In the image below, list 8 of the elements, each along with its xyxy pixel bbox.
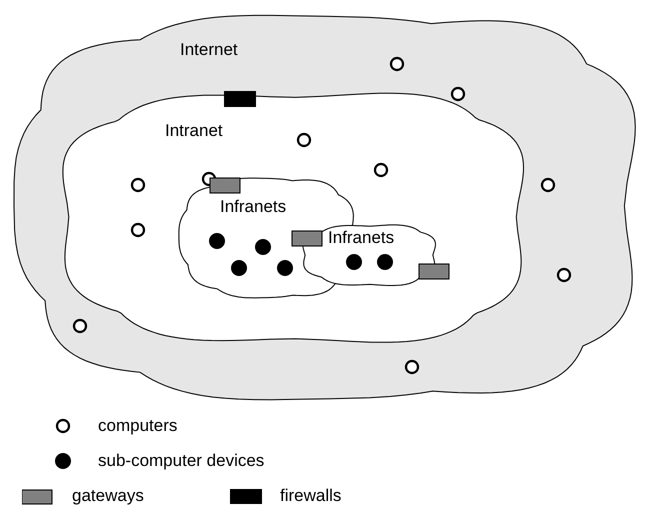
legend-text: sub-computer devices <box>98 451 264 471</box>
legend-text: firewalls <box>280 486 342 506</box>
cloud-label: Internet <box>180 40 238 60</box>
legend-text: gateways <box>72 486 144 506</box>
legend-text: computers <box>98 416 178 436</box>
cloud-label: Infranets <box>328 228 394 248</box>
cloud-label: Intranet <box>165 121 223 141</box>
cloud-label: Infranets <box>220 197 286 217</box>
